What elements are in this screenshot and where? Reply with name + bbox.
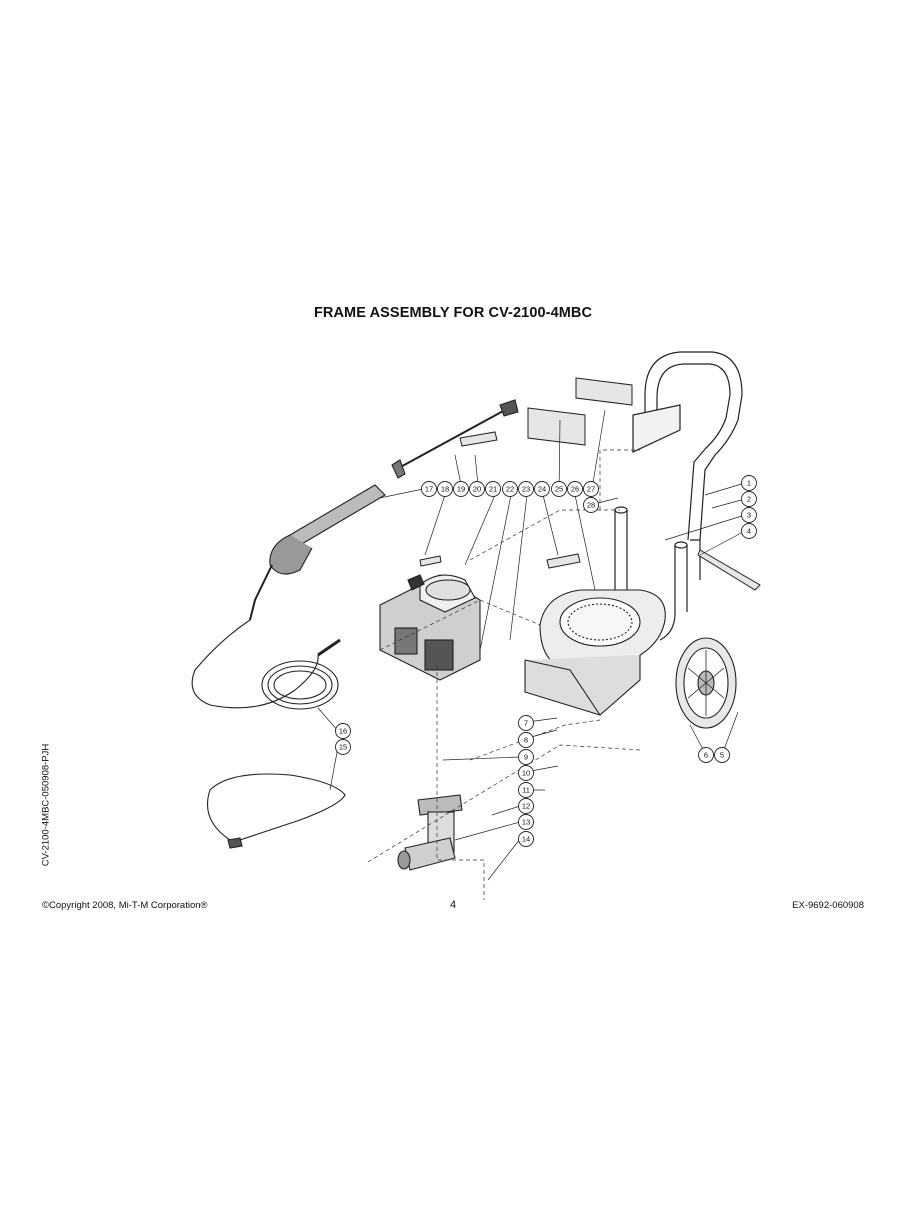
callout-label: 16 — [339, 727, 347, 736]
callout-label: 17 — [425, 485, 433, 494]
callout-label: 4 — [747, 527, 751, 536]
callout-4: 4 — [741, 523, 757, 539]
callout-label: 9 — [524, 753, 528, 762]
callout-20: 20 — [469, 481, 485, 497]
callout-label: 24 — [538, 485, 546, 494]
copyright-notice: ©Copyright 2008, Mi-T-M Corporation® — [42, 900, 208, 911]
callout-label: 13 — [522, 818, 530, 827]
decals — [419, 377, 761, 591]
callout-22: 22 — [502, 481, 518, 497]
callout-label: 5 — [720, 751, 724, 760]
callout-label: 8 — [524, 736, 528, 745]
callout-label: 20 — [473, 485, 481, 494]
wheel — [675, 637, 737, 729]
callout-label: 28 — [587, 501, 595, 510]
callout-10: 10 — [518, 765, 534, 781]
side-document-code: CV-2100-4MBC-050908-PJH — [40, 743, 52, 867]
callout-27: 27 — [583, 481, 599, 497]
callout-label: 10 — [522, 769, 530, 778]
callout-2: 2 — [741, 491, 757, 507]
frame-base — [524, 589, 666, 716]
callout-label: 2 — [747, 495, 751, 504]
callout-18: 18 — [437, 481, 453, 497]
callout-17: 17 — [421, 481, 437, 497]
callout-5: 5 — [714, 747, 730, 763]
callout-16: 16 — [335, 723, 351, 739]
callout-15: 15 — [335, 739, 351, 755]
callout-label: 6 — [704, 751, 708, 760]
assembly-lines — [367, 449, 641, 900]
callout-label: 26 — [571, 485, 579, 494]
callout-label: 22 — [506, 485, 514, 494]
callout-label: 3 — [747, 511, 751, 520]
callout-7: 7 — [518, 715, 534, 731]
page-number: 4 — [449, 899, 457, 911]
callout-23: 23 — [518, 481, 534, 497]
callout-label: 7 — [524, 719, 528, 728]
callout-14: 14 — [518, 831, 534, 847]
callout-label: 1 — [747, 479, 751, 488]
callout-11: 11 — [518, 782, 534, 798]
spray-gun-and-hose — [191, 399, 519, 849]
engine — [379, 574, 481, 681]
callout-label: 25 — [555, 485, 563, 494]
callout-label: 27 — [587, 485, 595, 494]
callout-19: 19 — [453, 481, 469, 497]
callout-28: 28 — [583, 497, 599, 513]
callout-label: 15 — [339, 743, 347, 752]
callout-26: 26 — [567, 481, 583, 497]
document-code: EX-9692-060908 — [792, 900, 864, 911]
frame-handle — [604, 351, 743, 641]
pump — [397, 794, 463, 871]
callout-25: 25 — [551, 481, 567, 497]
callout-12: 12 — [518, 798, 534, 814]
callout-label: 14 — [522, 835, 530, 844]
callout-9: 9 — [518, 749, 534, 765]
callout-21: 21 — [485, 481, 501, 497]
callout-6: 6 — [698, 747, 714, 763]
callout-3: 3 — [741, 507, 757, 523]
callout-13: 13 — [518, 814, 534, 830]
page-title: FRAME ASSEMBLY FOR CV-2100-4MBC — [313, 305, 593, 321]
callout-1: 1 — [741, 475, 757, 491]
callout-label: 19 — [457, 485, 465, 494]
callout-label: 11 — [522, 786, 530, 795]
callout-label: 21 — [489, 485, 497, 494]
callout-8: 8 — [518, 732, 534, 748]
callout-label: 12 — [522, 802, 530, 811]
callout-label: 23 — [522, 485, 530, 494]
leader-lines — [317, 409, 746, 881]
callout-label: 18 — [441, 485, 449, 494]
callout-24: 24 — [534, 481, 550, 497]
